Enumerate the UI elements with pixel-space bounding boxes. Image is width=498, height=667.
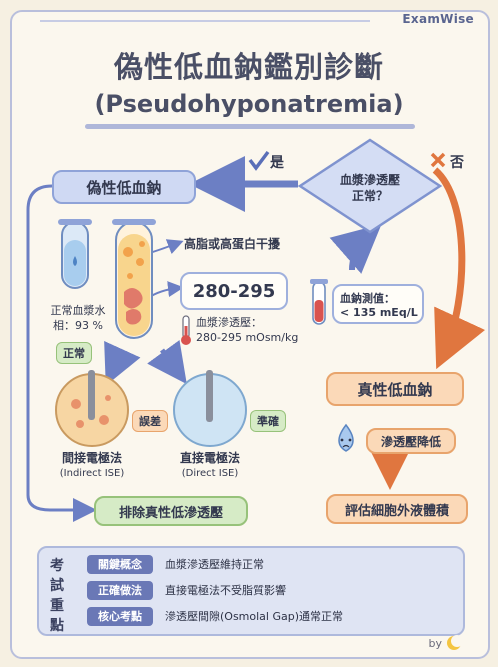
subtitle-underline bbox=[85, 124, 415, 129]
normal-water-line1: 正常血漿水 bbox=[50, 304, 106, 317]
normal-badge: 正常 bbox=[56, 342, 92, 364]
osm-line2: 280-295 mOsm/kg bbox=[196, 330, 299, 344]
direct-label: 直接電極法 bbox=[179, 451, 240, 465]
direct-sub: (Direct ISE) bbox=[181, 468, 239, 479]
sad-drop-icon bbox=[338, 423, 354, 452]
exam-points-panel: 考試重點 關鍵概念 血漿滲透壓維持正常 正確做法 直接電極法不受脂質影響 核心考… bbox=[37, 546, 465, 636]
no-label: 否 bbox=[450, 155, 464, 171]
legend-row: 正確做法 直接電極法不受脂質影響 bbox=[87, 580, 286, 600]
brand: ExamWise bbox=[402, 12, 474, 26]
accurate-tag: 準確 bbox=[250, 410, 286, 432]
yes-label: 是 bbox=[270, 155, 284, 171]
indirect-arrow bbox=[104, 340, 141, 386]
moon-logo-icon bbox=[447, 635, 462, 650]
osm-line1: 血漿滲透壓： bbox=[196, 316, 262, 329]
true-hypo-box: 真性低血鈉 bbox=[326, 372, 464, 406]
lipid-label: 高脂或高蛋白干擾 bbox=[184, 237, 281, 251]
legend-value: 血漿滲透壓維持正常 bbox=[165, 558, 264, 571]
diamond-line1: 血漿滲透壓 bbox=[339, 173, 400, 187]
lipemic-tube-icon bbox=[112, 219, 156, 339]
indirect-sub: (Indirect ISE) bbox=[59, 468, 125, 479]
header-rule bbox=[40, 20, 370, 22]
indirect-beaker-icon bbox=[55, 370, 129, 447]
decision-diamond bbox=[297, 138, 443, 234]
sodium-arrow bbox=[329, 224, 382, 274]
osm-low-box: 滲透壓降低 bbox=[366, 428, 456, 454]
normal-water-label: 正常血漿水 相：93 % bbox=[38, 304, 118, 334]
assess-box: 評估細胞外液體積 bbox=[326, 494, 468, 524]
left-flow-line bbox=[26, 184, 97, 522]
indirect-label: 間接電極法 bbox=[61, 451, 122, 465]
legend-row: 核心考點 滲透壓間隙(Osmolal Gap)通常正常 bbox=[87, 606, 343, 626]
legend-key: 關鍵概念 bbox=[87, 554, 153, 574]
sodium-line2: < 135 mEq/L bbox=[340, 305, 418, 319]
page-subtitle: (Pseudohyponatremia) bbox=[94, 90, 404, 118]
direct-beaker-icon bbox=[173, 370, 247, 447]
direct-arrow bbox=[147, 340, 187, 385]
diamond-line2: 正常？ bbox=[351, 189, 388, 204]
page-title: 偽性低血鈉鑑別診斷 bbox=[113, 50, 384, 84]
byline-text: by bbox=[428, 636, 443, 650]
thermometer-icon bbox=[181, 315, 191, 345]
no-arrow bbox=[432, 167, 486, 370]
sodium-box: 血鈉測值： < 135 mEq/L bbox=[332, 284, 424, 324]
legend-key: 正確做法 bbox=[87, 580, 153, 600]
exclude-box: 排除真性低滲透壓 bbox=[94, 496, 248, 526]
legend-row: 關鍵概念 血漿滲透壓維持正常 bbox=[87, 554, 264, 574]
legend-key: 核心考點 bbox=[87, 606, 153, 626]
error-tag: 誤差 bbox=[132, 410, 168, 432]
exam-points-label: 考試重點 bbox=[50, 558, 64, 634]
check-icon bbox=[248, 150, 270, 171]
osm-label: 血漿滲透壓： 280-295 mOsm/kg bbox=[196, 316, 298, 346]
legend-value: 滲透壓間隙(Osmolal Gap)通常正常 bbox=[165, 610, 344, 623]
normal-tube-icon bbox=[58, 219, 92, 289]
legend-value: 直接電極法不受脂質影響 bbox=[165, 584, 286, 597]
diamond-text: 血漿滲透壓 正常？ bbox=[320, 172, 420, 204]
cross-icon bbox=[430, 152, 446, 168]
sodium-line1: 血鈉測值： bbox=[340, 291, 395, 305]
normal-water-line2: 相：93 % bbox=[53, 318, 103, 332]
blood-tube-icon bbox=[310, 279, 328, 325]
pseudo-hypo-box: 偽性低血鈉 bbox=[52, 170, 196, 204]
range-box: 280-295 bbox=[180, 272, 288, 310]
byline: by bbox=[428, 635, 462, 651]
